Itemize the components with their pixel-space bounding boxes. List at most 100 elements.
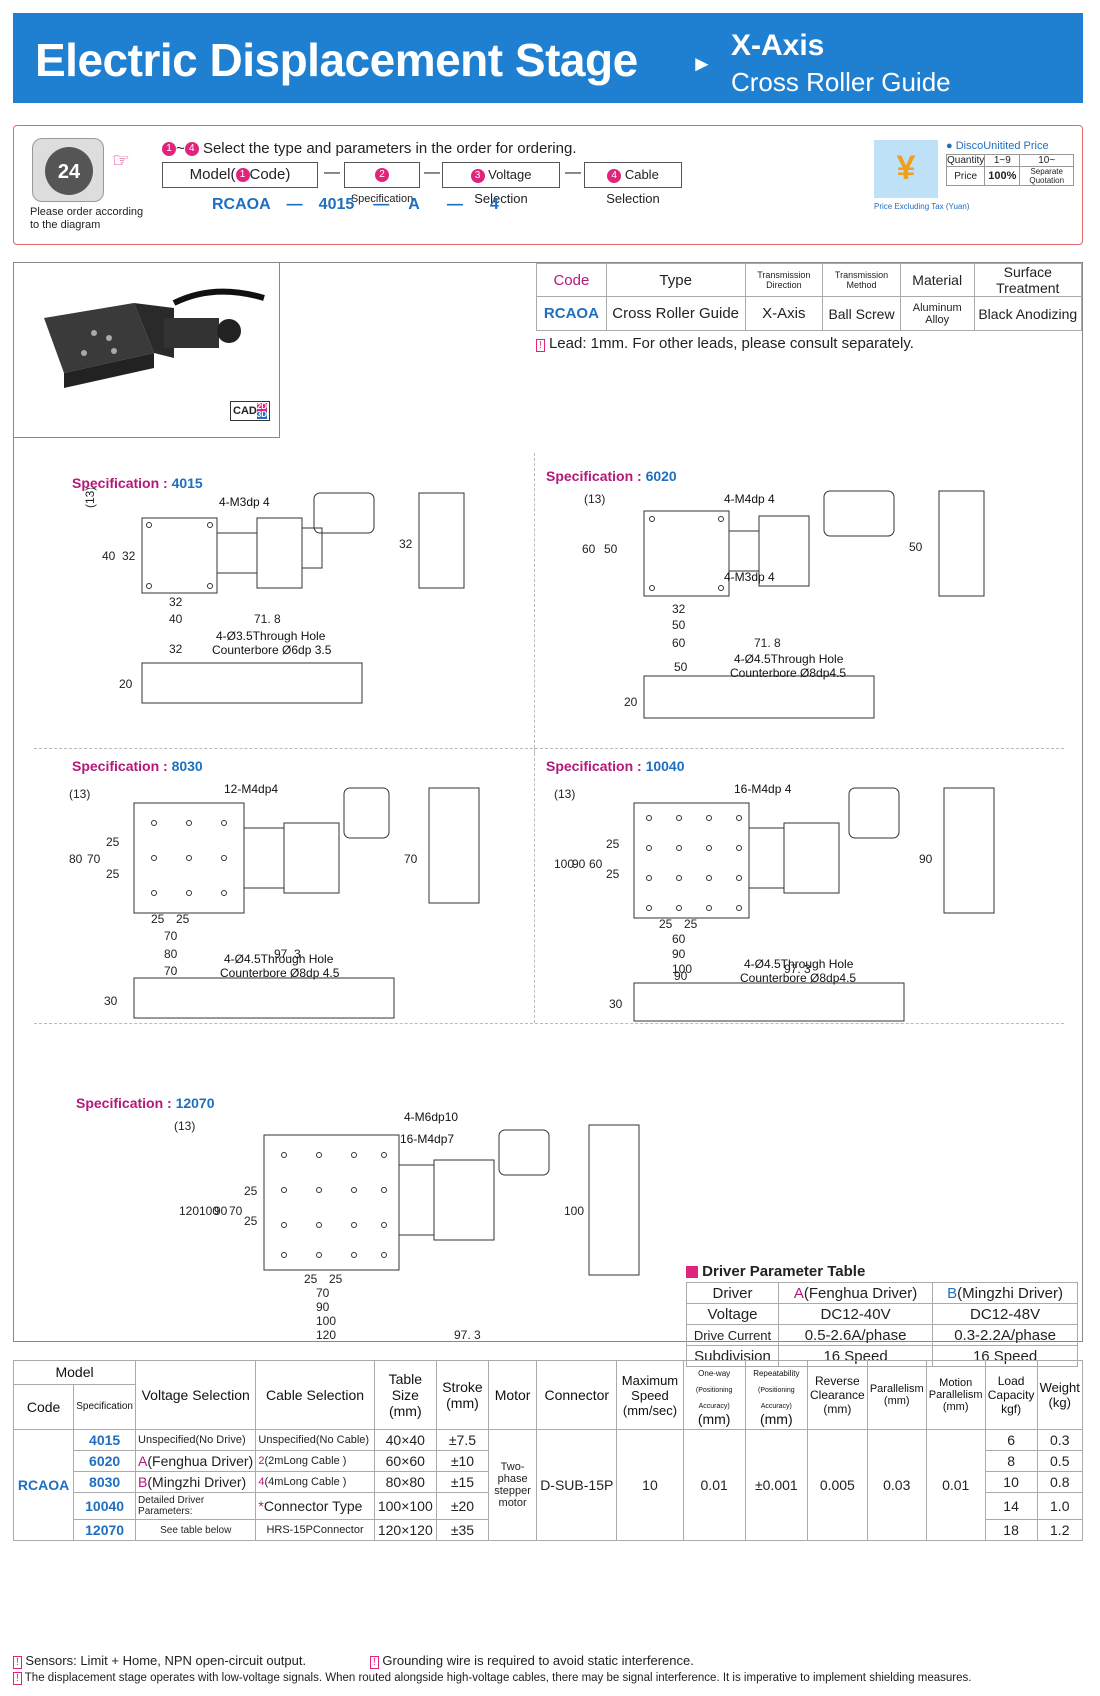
svg-text:50: 50 — [604, 542, 618, 556]
svg-text:100: 100 — [554, 857, 574, 871]
svg-text:4-Ø4.5Through Hole: 4-Ø4.5Through Hole — [734, 652, 844, 666]
svg-text:Counterbore Ø6dp 3.5: Counterbore Ø6dp 3.5 — [212, 643, 332, 657]
footer-note-3: ! The displacement stage operates with l… — [13, 1672, 971, 1685]
svg-text:97. 3: 97. 3 — [274, 947, 301, 961]
svg-text:Counterbore Ø8dp 4.5: Counterbore Ø8dp 4.5 — [220, 966, 340, 980]
drawing-8030-side: 70 30 4-Ø4.5Through Hole Counterbore Ø8d… — [104, 953, 395, 1019]
spec-label-4015: Specification : 4015 — [72, 475, 203, 491]
drawing-8030: 12-M4dp4 (13) 80 70 25 25 25 25 70 80 97… — [69, 782, 480, 961]
spec-label-6020: Specification : 6020 — [546, 468, 677, 484]
drawing-6020: 4-M4dp 4 4-M3dp 4 (13) 60 50 32 50 60 71… — [582, 490, 985, 719]
svg-text:25: 25 — [244, 1214, 258, 1228]
svg-text:30: 30 — [609, 997, 623, 1011]
spec-label-8030: Specification : 8030 — [72, 758, 203, 774]
drawing-4015: 4-M3dp 4 (13) 40 32 32 40 71. 8 32 32 20… — [83, 488, 465, 704]
product-header-surface: Surface Treatment — [973, 263, 1083, 297]
svg-text:50: 50 — [909, 540, 923, 554]
svg-text:90: 90 — [919, 852, 933, 866]
svg-text:71. 8: 71. 8 — [254, 612, 281, 626]
spec-code: RCAOA — [12, 1429, 75, 1541]
svg-text:(13): (13) — [83, 488, 97, 508]
arrow-icon: ► — [691, 51, 713, 76]
svg-text:50: 50 — [672, 618, 686, 632]
svg-text:40: 40 — [102, 549, 116, 563]
svg-text:20: 20 — [624, 695, 638, 709]
product-material: Aluminum Alloy — [899, 296, 975, 331]
svg-text:90: 90 — [316, 1300, 330, 1314]
driver-table-title: Driver Parameter Table — [686, 1263, 1078, 1280]
svg-text:25: 25 — [659, 917, 673, 931]
page-title: Electric Displacement Stage — [35, 34, 638, 86]
svg-text:60: 60 — [672, 636, 686, 650]
product-header-direction: Transmission Direction — [744, 263, 824, 297]
svg-text:25: 25 — [606, 867, 620, 881]
svg-text:60: 60 — [582, 542, 596, 556]
svg-text:(13): (13) — [69, 787, 90, 801]
range-sep: ~ — [176, 140, 185, 157]
svg-text:30: 30 — [104, 994, 118, 1008]
svg-text:97. 3: 97. 3 — [784, 962, 811, 976]
field-specification: 2 Specification — [344, 162, 420, 205]
price-note: Price Excluding Tax (Yuan) — [874, 202, 970, 211]
svg-text:100: 100 — [672, 962, 692, 976]
svg-text:40: 40 — [169, 612, 183, 626]
step-badge-4: 4 — [184, 142, 199, 157]
svg-text:25: 25 — [106, 835, 120, 849]
stage-image — [44, 288, 265, 388]
order-note: Please order according to the diagram — [30, 206, 144, 231]
drawing-10040-side: 90 30 4-Ø4.5Through Hole Counterbore Ø8d… — [609, 958, 905, 1022]
svg-text:70: 70 — [316, 1286, 330, 1300]
note-icon: ! — [13, 1656, 22, 1669]
spec-table: Model Voltage Selection Cable Selection … — [12, 1360, 1083, 1541]
svg-text:4-M3dp 4: 4-M3dp 4 — [219, 495, 270, 509]
svg-text:25: 25 — [329, 1272, 343, 1286]
note-icon: ! — [370, 1656, 379, 1669]
svg-text:90: 90 — [572, 857, 586, 871]
svg-text:90: 90 — [672, 947, 686, 961]
svg-text:(13): (13) — [554, 787, 575, 801]
page-header: Electric Displacement Stage ► X-Axis Cro… — [13, 13, 1083, 103]
order-instruction: Select the type and parameters in the or… — [202, 140, 577, 157]
svg-text:120: 120 — [316, 1328, 336, 1342]
bullet-icon — [686, 1266, 698, 1279]
pointing-hand-icon: ☞ — [112, 150, 130, 172]
axis-title: X-Axis — [731, 29, 825, 62]
svg-text:25: 25 — [106, 867, 120, 881]
step-badge-1: 1 — [162, 142, 176, 157]
drawing-10040: 16-M4dp 4 (13) 100 90 60 25 25 25 25 60 … — [554, 782, 995, 976]
svg-text:4-Ø3.5Through Hole: 4-Ø3.5Through Hole — [216, 629, 326, 643]
footer-note-1: ! Sensors: Limit + Home, NPN open-circui… — [13, 1653, 306, 1669]
svg-text:20: 20 — [119, 677, 133, 691]
svg-text:80: 80 — [164, 947, 178, 961]
svg-text:4-M3dp 4: 4-M3dp 4 — [724, 570, 775, 584]
svg-text:25: 25 — [606, 837, 620, 851]
footer-note-2: ! Grounding wire is required to avoid st… — [370, 1653, 694, 1669]
order-example: RCAOA—4015—A—4 — [212, 196, 499, 213]
svg-text:12-M4dp4: 12-M4dp4 — [224, 782, 278, 796]
th-model: Model — [12, 1360, 137, 1385]
order-instruction-line: 1~4 Select the type and parameters in th… — [162, 140, 576, 157]
phone-icon: 24 — [32, 138, 104, 202]
svg-text:25: 25 — [304, 1272, 318, 1286]
svg-text:60: 60 — [589, 857, 603, 871]
svg-text:120: 120 — [179, 1204, 199, 1218]
svg-text:90: 90 — [674, 969, 688, 983]
svg-text:32: 32 — [672, 602, 686, 616]
svg-text:4-M4dp 4: 4-M4dp 4 — [724, 492, 775, 506]
product-surface: Black Anodizing — [973, 296, 1083, 331]
drawing-12070: 4-M6dp10 16-M4dp7 (13) 120 100 90 70 25 … — [174, 1110, 640, 1342]
svg-text:4-Ø4.5Through Hole: 4-Ø4.5Through Hole — [224, 953, 334, 966]
product-header-method: Transmission Method — [822, 263, 901, 297]
svg-text:97. 3: 97. 3 — [454, 1328, 481, 1342]
svg-text:50: 50 — [674, 660, 688, 674]
page-subtitle: Cross Roller Guide — [731, 67, 951, 97]
svg-text:32: 32 — [169, 642, 183, 656]
